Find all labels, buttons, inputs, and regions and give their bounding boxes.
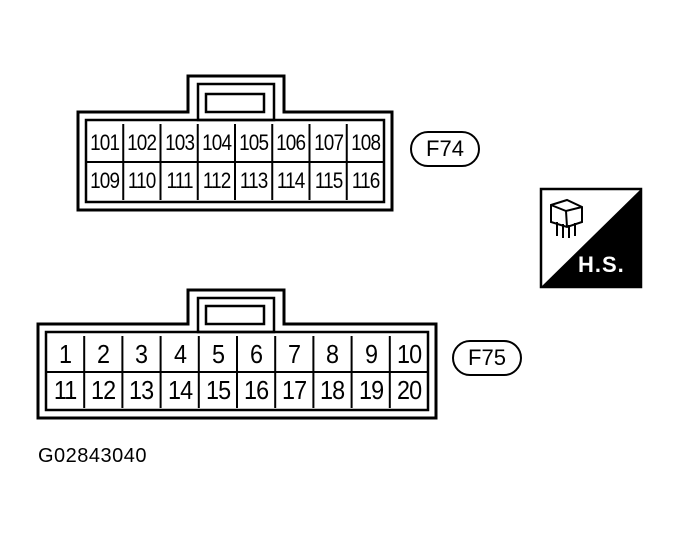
pin-8: 8 xyxy=(326,338,339,369)
connector-f74-label: F74 xyxy=(410,131,480,167)
pin-105: 105 xyxy=(239,130,269,155)
pin-107: 107 xyxy=(313,130,344,155)
pin-19: 19 xyxy=(358,374,384,405)
pin-18: 18 xyxy=(320,374,345,405)
pin-4: 4 xyxy=(173,338,187,369)
pin-13: 13 xyxy=(129,374,154,405)
pin-14: 14 xyxy=(167,374,193,405)
pin-112: 112 xyxy=(202,168,231,193)
pin-101: 101 xyxy=(90,130,120,155)
pin-1: 1 xyxy=(59,338,72,369)
pin-108: 108 xyxy=(350,130,381,155)
pin-3: 3 xyxy=(135,338,148,369)
pin-6: 6 xyxy=(250,338,263,369)
pin-5: 5 xyxy=(211,338,225,369)
pin-20: 20 xyxy=(396,374,422,405)
pin-15: 15 xyxy=(205,374,231,405)
pin-103: 103 xyxy=(164,130,195,155)
pin-2: 2 xyxy=(97,338,110,369)
connector-f75-label: F75 xyxy=(452,340,522,376)
pin-113: 113 xyxy=(239,168,268,193)
pin-109: 109 xyxy=(90,168,120,193)
pin-111: 111 xyxy=(166,168,193,193)
pin-9: 9 xyxy=(364,338,378,369)
pin-17: 17 xyxy=(282,374,307,405)
pin-116: 116 xyxy=(351,168,380,193)
pin-104: 104 xyxy=(201,130,232,155)
pin-102: 102 xyxy=(127,130,157,155)
pin-110: 110 xyxy=(128,168,156,193)
figure-code: G02843040 xyxy=(38,445,148,467)
pin-106: 106 xyxy=(276,130,306,155)
pin-12: 12 xyxy=(91,374,116,405)
pin-11: 11 xyxy=(53,374,77,405)
pin-115: 115 xyxy=(314,168,342,193)
harness-side-label: H.S. xyxy=(578,252,625,277)
pin-16: 16 xyxy=(243,374,269,405)
pin-7: 7 xyxy=(288,338,301,369)
pin-114: 114 xyxy=(277,168,305,193)
harness-side-connector-icon xyxy=(539,187,643,289)
pin-10: 10 xyxy=(396,338,422,369)
